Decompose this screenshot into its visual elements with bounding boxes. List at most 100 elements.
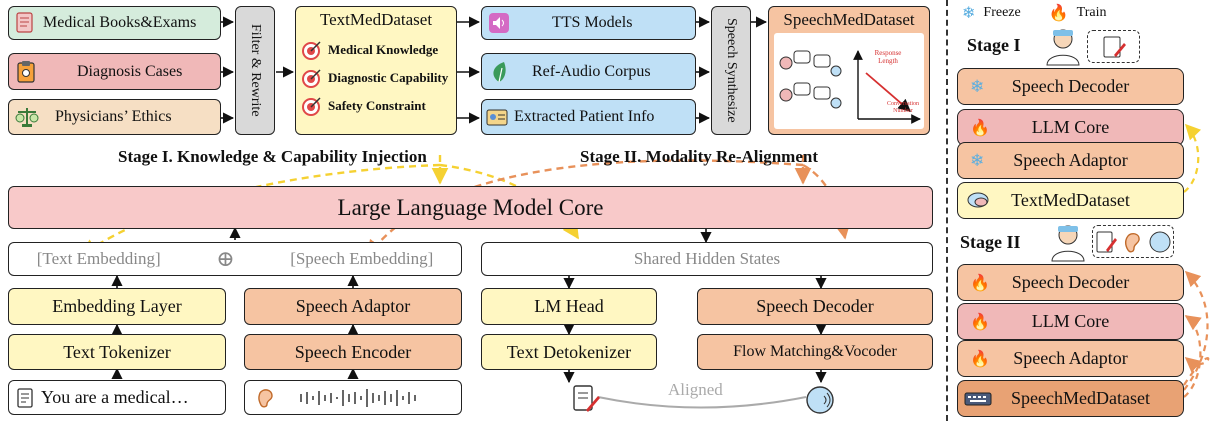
shared-hidden-label: Shared Hidden States: [633, 249, 781, 268]
dataset-item: Medical Knowledge: [302, 36, 456, 64]
stage1-title: Stage I. Knowledge & Capability Injectio…: [118, 147, 427, 166]
stage2-row-label: SpeechMedDataset: [1011, 388, 1150, 408]
lm-head-box: LM Head: [481, 288, 657, 325]
speaking-head-icon: [806, 386, 834, 414]
text-embedding-label: [Text Embedding]: [36, 249, 161, 268]
source-medical-books-label: Medical Books&Exams: [43, 14, 197, 31]
waveform-icon: [300, 388, 416, 407]
flow-matching-box: Flow Matching&Vocoder: [697, 334, 933, 370]
embedding-layer-label: Embedding Layer: [52, 296, 182, 316]
stage2-row-label: Speech Adaptor: [1013, 348, 1128, 368]
source-physicians-ethics: Physicians’ Ethics: [8, 99, 221, 135]
stage1-row: 🔥 LLM Core: [957, 109, 1184, 146]
text-tokenizer-label: Text Tokenizer: [63, 341, 171, 362]
document-edit-icon: [1096, 231, 1118, 252]
id-card-icon: [486, 109, 508, 126]
legend-freeze-label: Freeze: [983, 5, 1021, 20]
text-med-dataset-box: TextMedDataset Medical Knowledge Diagnos…: [295, 6, 457, 135]
tts-models-label: TTS Models: [552, 14, 633, 31]
speech-encoder-label: Speech Encoder: [294, 341, 412, 362]
flame-icon: 🔥: [1048, 5, 1069, 22]
source-diagnosis-cases: Diagnosis Cases: [8, 53, 221, 90]
ear-icon: [258, 388, 273, 407]
aligned-label: Aligned: [668, 380, 723, 399]
snowflake-icon: ❄: [970, 150, 985, 170]
shared-hidden-box: Shared Hidden States: [481, 242, 933, 276]
stage2-row-label: LLM Core: [1031, 311, 1110, 331]
text-input-box: You are a medical…: [8, 380, 226, 415]
patient-info-box: Extracted Patient Info: [481, 99, 696, 135]
chat-bubble-icon: [967, 192, 989, 207]
ear-icon: [1125, 232, 1140, 252]
stage1-row-label: Speech Decoder: [1011, 76, 1130, 96]
stage1-row: ❄ Speech Decoder: [957, 68, 1184, 105]
patient-info-label: Extracted Patient Info: [514, 108, 655, 125]
speech-encoder-box: Speech Encoder: [244, 334, 462, 370]
conversation-plot: [779, 50, 921, 124]
legend-train-label: Train: [1076, 5, 1107, 20]
tts-models-box: TTS Models: [481, 6, 696, 40]
leaf-icon: [493, 61, 506, 82]
flame-icon: 🔥: [970, 313, 990, 331]
speaker-icon: [489, 13, 509, 33]
dataset-item-label: Safety Constraint: [328, 98, 426, 113]
snowflake-icon: ❄: [970, 76, 985, 96]
stage1-input-bubble: [1087, 30, 1140, 63]
flow-matching-label: Flow Matching&Vocoder: [733, 343, 897, 360]
speech-adaptor-label: Speech Adaptor: [295, 296, 411, 316]
speech-decoder-box: Speech Decoder: [697, 288, 933, 325]
speech-dataset-illustration: Response Length Conversation Number: [774, 33, 924, 129]
lm-head-label: LM Head: [534, 296, 604, 316]
stage1-row-label: TextMedDataset: [1011, 190, 1130, 210]
text-detokenizer-box: Text Detokenizer: [481, 334, 657, 370]
keyboard-icon: [964, 392, 992, 405]
speech-adaptor-box: Speech Adaptor: [244, 288, 462, 325]
source-diagnosis-cases-label: Diagnosis Cases: [77, 62, 183, 80]
llm-core-box: Large Language Model Core: [8, 186, 933, 229]
flame-icon: 🔥: [970, 274, 990, 292]
speech-embedding-label: [Speech Embedding]: [290, 249, 434, 268]
document-icon: [17, 387, 33, 408]
target-icon: [302, 69, 321, 88]
plus-icon: ⊕: [216, 246, 235, 271]
document-edit-icon: [1103, 36, 1126, 57]
stage1-row: TextMedDataset: [957, 182, 1184, 219]
speech-decoder-label: Speech Decoder: [756, 296, 874, 316]
flame-icon: 🔥: [970, 119, 990, 137]
stage2-row: 🔥 Speech Decoder: [957, 264, 1184, 301]
ref-audio-box: Ref-Audio Corpus: [481, 53, 696, 90]
dataset-item: Safety Constraint: [302, 92, 456, 120]
flame-icon: 🔥: [970, 350, 990, 368]
text-detokenizer-label: Text Detokenizer: [506, 341, 632, 362]
stage2-title: Stage II. Modality Re-Alignment: [580, 147, 818, 166]
dataset-item-label: Diagnostic Capability: [328, 70, 449, 85]
speech-med-dataset-title: SpeechMedDataset: [783, 10, 915, 29]
stage2-row: 🔥 LLM Core: [957, 303, 1184, 340]
speaking-head-icon: [1149, 231, 1171, 252]
doctor-icon: [1046, 29, 1080, 66]
embedding-box: [Text Embedding] ⊕ [Speech Embedding]: [8, 242, 462, 276]
filter-rewrite-label: Filter & Rewrite: [248, 24, 263, 117]
clipboard-icon: [17, 60, 35, 83]
source-physicians-ethics-label: Physicians’ Ethics: [55, 108, 172, 125]
embedding-layer-box: Embedding Layer: [8, 288, 226, 325]
panel-separator: [946, 0, 948, 421]
ref-audio-label: Ref-Audio Corpus: [532, 62, 651, 80]
doctor-icon: [1051, 225, 1085, 262]
speech-med-dataset-box: SpeechMedDataset Response Length Convers…: [768, 6, 930, 135]
stage2-input-bubble: [1092, 225, 1174, 258]
target-icon: [302, 97, 321, 116]
plot-ylabel: Response Length: [874, 49, 902, 65]
dataset-item: Diagnostic Capability: [302, 64, 456, 92]
filter-rewrite-box: Filter & Rewrite: [235, 6, 275, 135]
text-med-dataset-title: TextMedDataset: [319, 10, 433, 29]
speech-synthesize-label: Speech Synthesize: [724, 18, 739, 123]
stage2-panel-label: Stage II: [960, 232, 1021, 252]
text-input-label: You are a medical…: [41, 387, 189, 407]
stage1-row-label: Speech Adaptor: [1013, 150, 1128, 170]
text-output-icon: [573, 385, 600, 412]
plot-xlabel: Conversation Number: [887, 101, 919, 114]
stage2-row-label: Speech Decoder: [1011, 272, 1130, 292]
snowflake-icon: ❄: [962, 5, 976, 22]
legend: ❄ Freeze 🔥 Train: [962, 3, 1106, 23]
